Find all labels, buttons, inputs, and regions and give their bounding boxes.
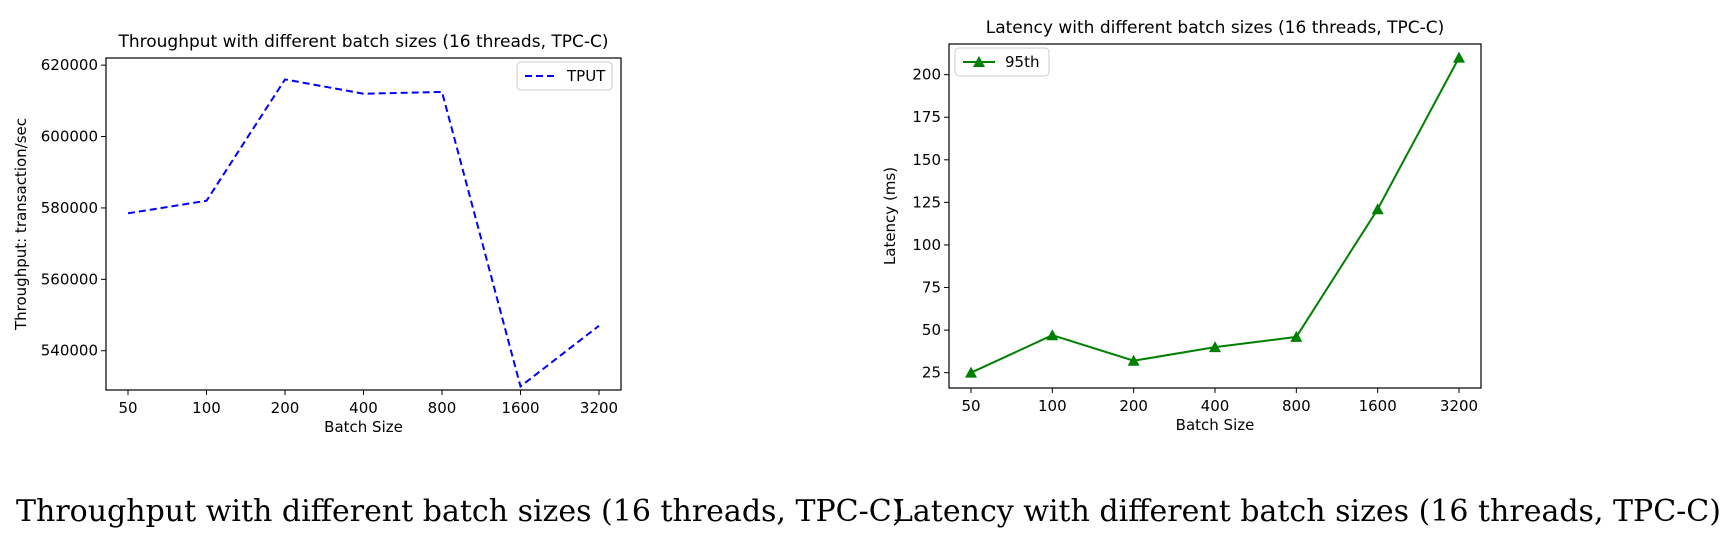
legend-marker	[973, 56, 985, 67]
x-axis-label: Batch Size	[324, 418, 403, 436]
y-tick-label: 600000	[41, 128, 98, 146]
y-tick-label: 560000	[41, 270, 98, 288]
legend-box	[954, 47, 1050, 77]
x-tick-label: 400	[1201, 397, 1230, 415]
y-tick-label: 50	[922, 321, 941, 339]
x-tick-label: 400	[349, 399, 378, 417]
y-tick-label: 620000	[41, 56, 98, 74]
x-axis-label: Batch Size	[1176, 416, 1255, 434]
data-point-marker	[1127, 354, 1140, 366]
x-tick-label: 800	[428, 399, 457, 417]
caption-latency: Latency with different batch sizes (16 t…	[893, 494, 1721, 529]
x-tick-label: 100	[192, 399, 221, 417]
y-tick-label: 150	[912, 151, 941, 169]
series-line-tput	[127, 78, 600, 389]
x-tick-label: 200	[1119, 397, 1148, 415]
y-tick-label: 75	[922, 279, 941, 297]
data-point-marker	[1453, 51, 1465, 63]
y-tick-label: 175	[912, 108, 941, 126]
y-tick-label: 540000	[41, 342, 98, 360]
x-tick-label: 3200	[580, 399, 618, 417]
data-point-marker	[965, 366, 977, 378]
throughput-chart: 50 100 200 400 800 1600 3200 540000 560000 580000…	[12, 32, 622, 436]
figure: 50 100 200 400 800 1600 3200 540000 560000 580000…	[12, 18, 1482, 436]
y-tick-label: 25	[922, 364, 941, 382]
y-tick-label: 100	[912, 236, 941, 254]
x-tick-label: 50	[118, 399, 137, 417]
series-line-95th	[970, 57, 1460, 374]
x-tick-label: 800	[1282, 397, 1311, 415]
legend-box	[516, 61, 613, 91]
y-tick-label: 580000	[41, 199, 98, 217]
data-point-marker	[1209, 341, 1221, 353]
data-point-marker	[1371, 203, 1384, 215]
y-tick-label: 125	[912, 193, 941, 211]
x-tick-label: 1600	[501, 399, 539, 417]
y-axis-label: Throughput: transaction/sec	[12, 118, 30, 331]
plot-frame	[948, 43, 1482, 389]
x-tick-label: 100	[1038, 397, 1067, 415]
data-point-marker	[1046, 329, 1059, 341]
latency-chart: 50 100 200 400 800 1600 3200 25 50 75 100 125 150 175…	[881, 18, 1482, 434]
x-tick-label: 1600	[1359, 397, 1397, 415]
chart-title: Latency with different batch sizes (16 t…	[986, 18, 1445, 38]
y-tick-label: 200	[912, 66, 941, 84]
legend-label: TPUT	[566, 67, 606, 85]
y-axis-label: Latency (ms)	[881, 167, 899, 265]
x-tick-label: 3200	[1440, 397, 1478, 415]
chart-title: Throughput with different batch sizes (1…	[117, 32, 608, 52]
caption-throughput: Throughput with different batch sizes (1…	[16, 494, 904, 529]
x-tick-label: 50	[961, 397, 980, 415]
plot-frame	[105, 57, 622, 391]
data-point-marker	[1290, 330, 1303, 342]
x-tick-label: 200	[271, 399, 300, 417]
legend-label: 95th	[1005, 53, 1039, 71]
